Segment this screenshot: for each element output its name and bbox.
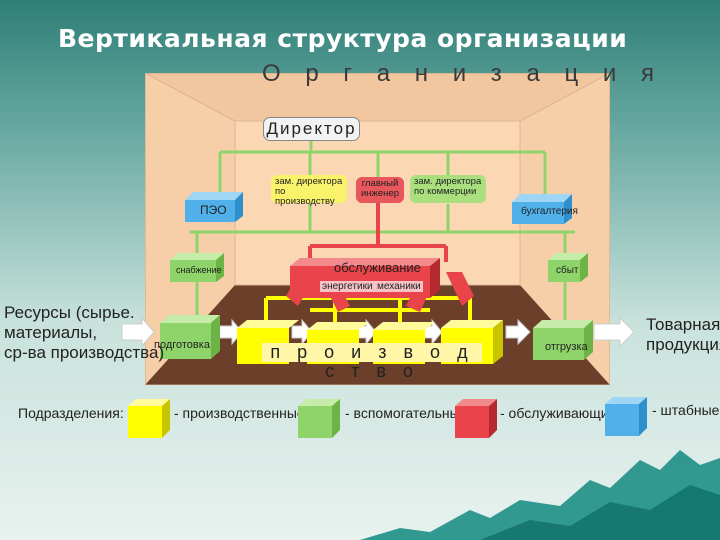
sales-label: сбыт [556,265,579,276]
supply-label: снабжение [176,265,222,275]
shipment-box [533,320,593,360]
legend-swatch-production [128,399,170,438]
deputy-production-box: зам. директора по производству [271,175,347,207]
mechanics-label: механики [375,281,423,292]
mountain-decoration [360,450,720,540]
slide-title: Вертикальная структура организации [58,24,628,53]
preparation-box [160,315,220,359]
legend-label-staff: - штабные; [652,402,720,418]
pzo-label: ПЭО [200,203,227,217]
energy-label: энергетики [320,281,375,292]
legend-swatch-service [455,399,497,438]
shipment-label: отгрузка [545,341,588,353]
chief-engineer-box: главный инженер [356,177,404,203]
accounting-label: бухгалтерия [521,206,578,217]
service-label: обслуживание [334,260,421,275]
supply-box [170,253,224,282]
deputy-commerce-box: зам. директора по коммерции [410,175,486,203]
legend-label-production: - производственные ; [174,405,313,421]
legend-label-service: - обслуживающие; [500,405,621,421]
legend-swatch-staff [605,397,647,436]
legend-swatch-support [298,399,340,438]
legend-title: Подразделения: [18,405,124,421]
legend-label-support: - вспомогательные ; [345,405,476,421]
sales-box [548,253,588,282]
director-box: Директор [263,117,360,141]
output-products-label: Товарная продукция [646,315,720,354]
organization-title: О р г а н и з а ц и я [262,60,663,87]
production-label: п р о и з в о д с т в о [262,343,482,381]
input-resources-label: Ресурсы (сырье. материалы, ср-ва произво… [4,303,165,362]
preparation-label: подготовка [154,339,210,351]
accounting-box [512,194,572,224]
pzo-box [185,192,243,222]
